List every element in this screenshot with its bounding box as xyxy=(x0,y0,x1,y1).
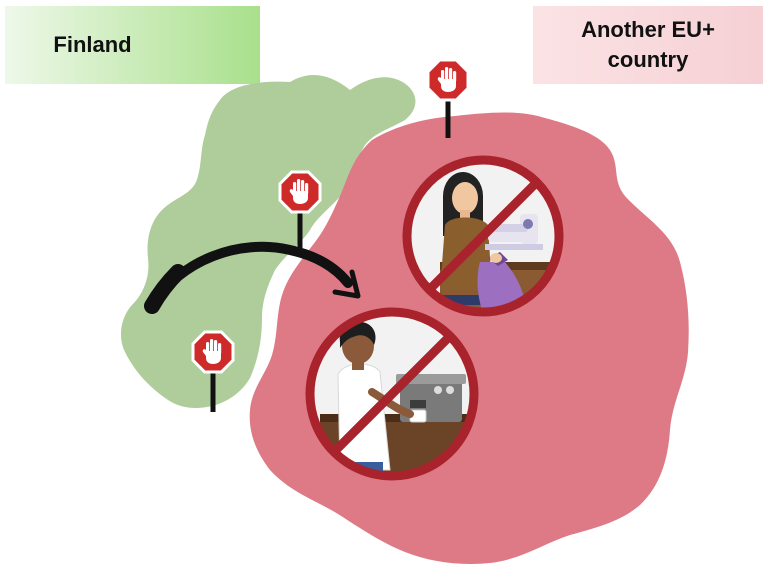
no-entry-icon xyxy=(402,155,564,317)
stop-sign-top xyxy=(426,58,470,138)
finland-label: Finland xyxy=(5,6,260,84)
other-country-label: Another EU+ country xyxy=(533,6,763,84)
prohibited-work-barista xyxy=(305,307,479,481)
other-country-label-line1: Another EU+ xyxy=(581,17,715,42)
curved-arrow-icon xyxy=(144,241,361,314)
stop-sign-bottom xyxy=(191,330,235,412)
finland-label-box xyxy=(5,6,260,84)
hand-stop-sign-icon xyxy=(202,339,222,364)
stop-sign-middle xyxy=(278,170,322,248)
finland-region xyxy=(120,75,416,408)
hand-stop-sign-icon xyxy=(289,179,309,204)
hand-stop-sign-icon xyxy=(437,67,457,92)
prohibited-work-sewing xyxy=(402,155,564,317)
finland-label-text: Finland xyxy=(53,32,132,57)
no-entry-icon xyxy=(305,307,479,481)
other-country-label-line2: country xyxy=(607,47,689,72)
other-country-label-box xyxy=(533,6,763,84)
